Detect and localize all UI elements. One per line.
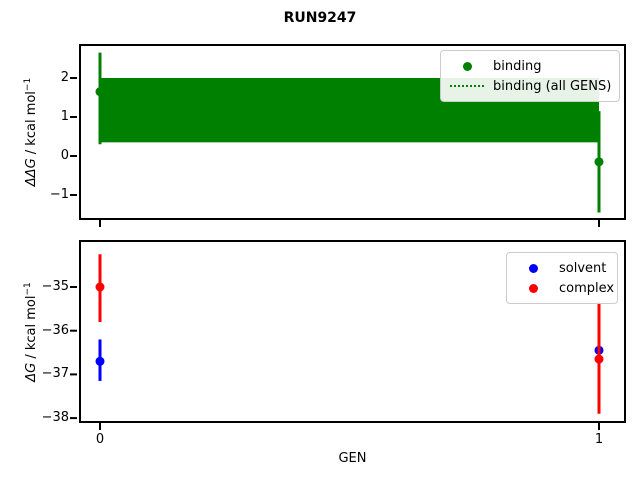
plot-area-dg-plot (70, 254, 604, 430)
data-point-binding (95, 87, 105, 97)
legend-entry: solvent (515, 258, 609, 278)
y-tick-label: −38 (41, 410, 69, 426)
legend-entry: binding (all GENS) (449, 76, 611, 96)
data-point-solvent (95, 356, 105, 366)
legend-marker-box (449, 85, 485, 87)
legend-entry: complex (515, 278, 614, 298)
figure-title: RUN9247 (283, 10, 357, 26)
legend-entry: binding (449, 56, 611, 76)
legend-label: complex (559, 280, 615, 296)
x-axis-label: GEN (338, 451, 367, 466)
solvent-legend-dot-icon (528, 263, 538, 273)
y-axis-label-var: ΔΔG (24, 158, 40, 187)
y-axis-label-sup: −1 (22, 281, 33, 296)
axes-dg-plot: solvent complex (70, 240, 626, 430)
legend-label: solvent (559, 260, 607, 276)
legend-label: binding (all GENS) (493, 78, 612, 94)
legend-marker-box (449, 61, 485, 71)
y-axis-label-rest: / kcal mol (24, 295, 40, 363)
legend-label: binding (493, 58, 542, 74)
x-tick-label: 1 (594, 432, 604, 447)
dotted-line-icon (450, 85, 484, 87)
y-axis-label: ΔG / kcal mol−1 (23, 282, 39, 382)
y-tick-label: −37 (41, 366, 69, 382)
data-point-complex (594, 354, 604, 364)
y-tick-label: 2 (60, 70, 69, 85)
y-tick-label: 1 (60, 109, 69, 124)
legend-dg-plot: solvent complex (506, 252, 618, 304)
binding-legend-dot-icon (462, 61, 472, 71)
y-axis-label-sup: −1 (22, 77, 33, 92)
y-tick-label: 0 (60, 148, 69, 163)
legend-binding-plot: binding binding (all GENS) (440, 50, 620, 102)
y-axis-label-var: ΔG (24, 362, 40, 382)
y-tick-label: −1 (49, 187, 69, 202)
data-point-binding (594, 157, 604, 167)
y-axis-label: ΔΔG / kcal mol−1 (23, 78, 39, 186)
axes-binding-plot: binding binding (all GENS) (70, 44, 626, 227)
y-tick-label: −35 (41, 279, 69, 294)
legend-marker-box (515, 283, 551, 293)
x-tick-label: 0 (95, 432, 105, 447)
legend-marker-box (515, 263, 551, 273)
y-axis-label-rest: / kcal mol (24, 91, 40, 159)
y-tick-label: −36 (41, 322, 69, 338)
complex-legend-dot-icon (528, 283, 538, 293)
data-point-complex (95, 282, 105, 292)
